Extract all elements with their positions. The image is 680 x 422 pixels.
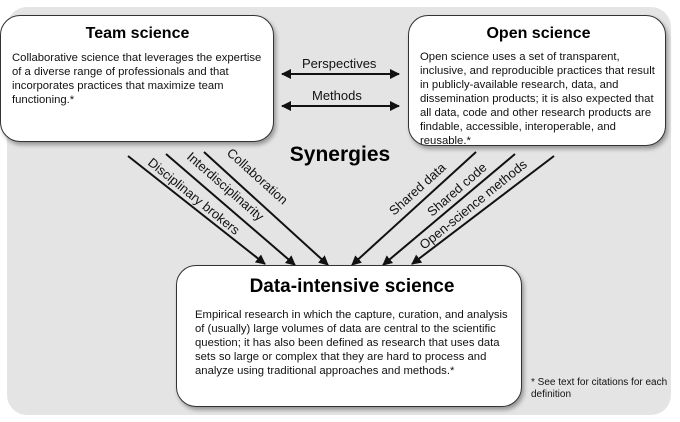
footnote: * See text for citations for each defini… xyxy=(531,377,668,400)
arrow-collaboration xyxy=(203,151,329,266)
label-perspectives: Perspectives xyxy=(302,56,377,71)
arrow-shared-data xyxy=(351,151,477,266)
arrow-disciplinary-brokers xyxy=(127,155,266,265)
label-methods: Methods xyxy=(312,88,362,103)
synergies-label: Synergies xyxy=(289,143,391,166)
data-intensive-science-title: Data-intensive science xyxy=(249,276,455,297)
data-intensive-science-box: Data-intensive science Empirical researc… xyxy=(176,265,522,407)
open-science-box: Open science Open science uses a set of … xyxy=(408,15,666,147)
arrow-open-science-methods xyxy=(411,155,555,265)
data-intensive-science-definition: Empirical research in which the capture,… xyxy=(195,309,508,377)
open-science-definition: Open science uses a set of transparent, … xyxy=(420,51,655,147)
open-science-title: Open science xyxy=(486,25,591,42)
team-science-title: Team science xyxy=(85,25,190,42)
team-science-box: Team science Collaborative science that … xyxy=(0,15,274,142)
team-science-definition: Collaborative science that leverages the… xyxy=(12,52,262,106)
arrow-interdisciplinarity xyxy=(165,153,296,266)
arrow-shared-code xyxy=(382,153,516,266)
